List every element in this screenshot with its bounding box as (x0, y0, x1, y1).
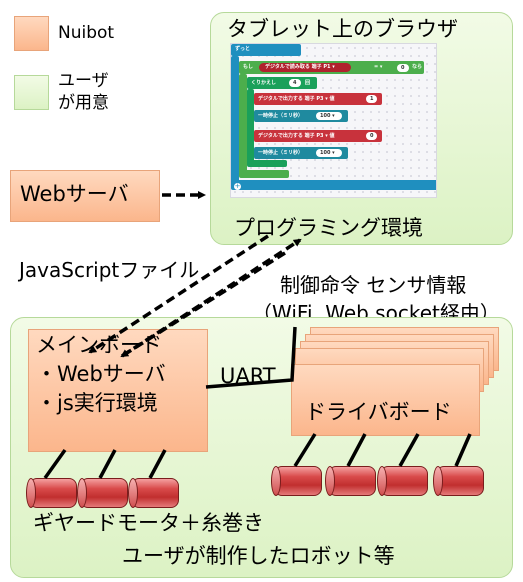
write-value-2-text: 0 (370, 133, 374, 139)
compare-value-text: 0 (401, 65, 405, 71)
gear-motor-roller-6 (377, 466, 428, 496)
pause-value-1-text: 100 ▾ (320, 113, 335, 119)
if-label: もし (243, 64, 254, 70)
digital-write-block-2[interactable] (254, 130, 382, 142)
web-server-box (10, 170, 160, 222)
then-label: なら (412, 64, 423, 70)
pause-value-2[interactable] (316, 149, 342, 157)
add-icon[interactable]: + (234, 182, 241, 190)
repeat-count[interactable] (289, 79, 301, 87)
repeat-count-text: 4 (293, 80, 297, 86)
motor-wire-7 (454, 433, 472, 467)
digital-read-label: デジタルで読み取る 端子 P1 ▾ (265, 64, 335, 70)
write-value-2[interactable] (366, 132, 377, 140)
forever-block-side (231, 56, 239, 184)
arrow-javascript-file (88, 234, 269, 354)
driver-board-box (291, 364, 480, 436)
tablet-browser-title: タブレット上のブラウザ (227, 17, 458, 41)
legend-nuibot-swatch (14, 16, 49, 51)
motor-wire-6 (398, 433, 420, 467)
repeat-block-side (247, 89, 254, 165)
uart-line (205, 326, 297, 389)
times-label: 回 (305, 80, 311, 86)
gear-motor-label: ギヤードモータ＋糸巻き (33, 511, 264, 535)
if-block-bottom (239, 170, 289, 178)
main-board-item-web-server: ・Webサーバ (36, 362, 166, 386)
motor-wire-1 (43, 448, 67, 480)
equals-label: = ▾ (374, 64, 383, 70)
driver-board-label: ドライバボード (305, 400, 452, 424)
web-server-label: Webサーバ (20, 182, 129, 206)
repeat-label: くりかえし (251, 80, 277, 86)
forever-block[interactable] (231, 44, 301, 56)
digital-write-block-1[interactable] (254, 93, 382, 105)
legend-user-swatch (14, 75, 49, 110)
compare-value[interactable] (397, 64, 409, 72)
legend-nuibot-label: Nuibot (58, 23, 115, 43)
arrow-sensor-to-tablet (121, 238, 302, 358)
motor-wire-3 (148, 449, 167, 479)
main-board-item-js-runtime: ・js実行環境 (36, 391, 158, 415)
gear-motor-roller-1 (26, 478, 77, 508)
if-block-side (239, 74, 247, 174)
gear-motor-roller-2 (77, 478, 128, 508)
motor-wire-4 (293, 433, 317, 467)
legend-user-label-line1: ユーザ (58, 71, 109, 91)
main-board-box (28, 329, 208, 452)
pause-value-2-text: 100 ▾ (320, 150, 335, 156)
block-editor[interactable]: ずっと もし デジタルで読み取る 端子 P1 ▾ = ▾ 0 なら くりかえし … (230, 43, 437, 198)
robot-area-footer: ユーザが制作したロボット等 (122, 544, 395, 568)
pause-label-1: 一時停止（ミリ秒） (258, 113, 304, 119)
write-value-1[interactable] (366, 95, 377, 103)
gear-motor-roller-5 (325, 466, 376, 496)
digital-write-label-1: デジタルで出力する 端子 P3 ▾ 値 (258, 96, 335, 102)
write-value-1-text: 1 (370, 96, 374, 102)
motor-wire-2 (98, 449, 117, 479)
gear-motor-roller-4 (271, 466, 322, 496)
legend-user-label-line2: が用意 (58, 93, 109, 113)
pause-value-1[interactable] (316, 112, 342, 120)
repeat-block-bottom (247, 160, 287, 167)
gear-motor-roller-7 (433, 466, 484, 496)
digital-write-label-2: デジタルで出力する 端子 P3 ▾ 値 (258, 133, 335, 139)
forever-label: ずっと (235, 46, 251, 52)
javascript-file-label: JavaScriptファイル (19, 258, 200, 282)
forever-block-bottom (231, 180, 436, 190)
pause-label-2: 一時停止（ミリ秒） (258, 150, 304, 156)
control-sensor-label: 制御命令 センサ情報 (280, 273, 467, 297)
motor-wire-5 (346, 433, 367, 467)
digital-read-block[interactable] (259, 63, 351, 72)
gear-motor-roller-3 (128, 478, 179, 508)
